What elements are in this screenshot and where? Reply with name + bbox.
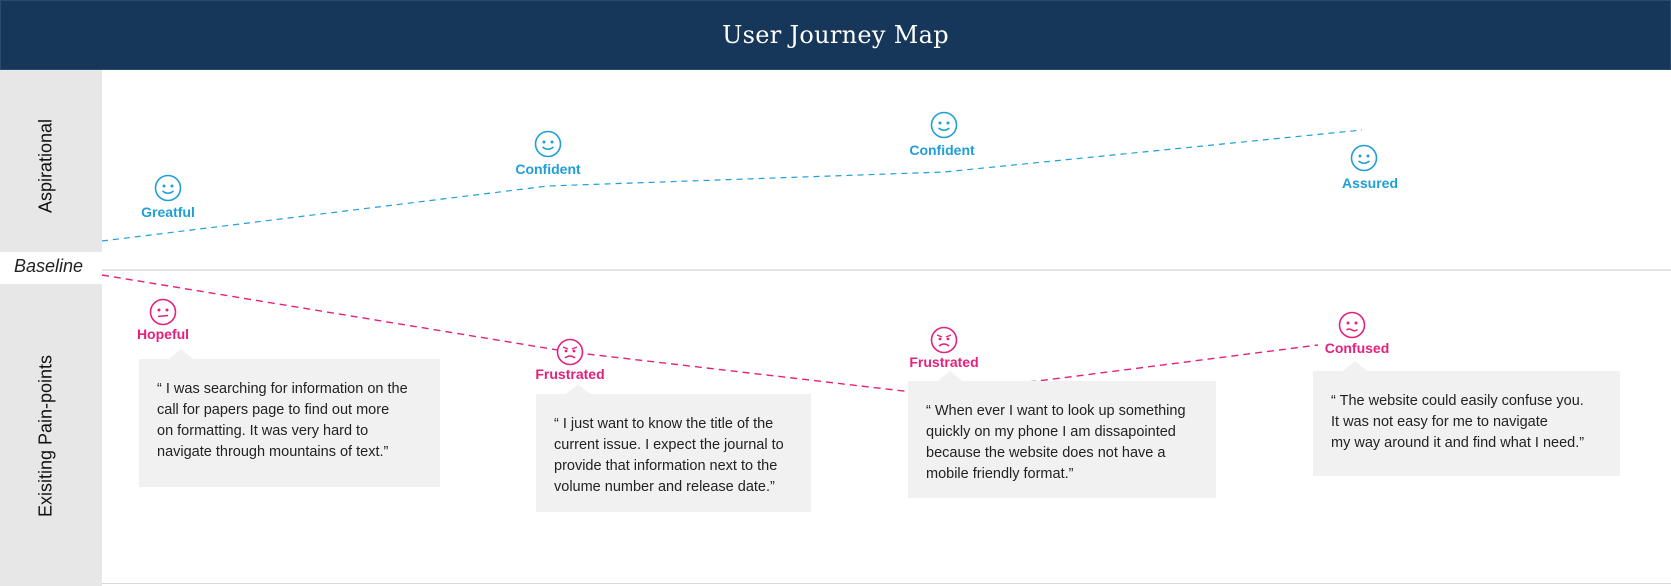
header-bar: User Journey Map: [0, 0, 1671, 70]
emotion-label: Frustrated: [909, 354, 979, 370]
smile-icon: [154, 174, 182, 202]
emotion-label: Hopeful: [136, 326, 190, 342]
emotion-label: Frustrated: [535, 366, 605, 382]
baseline-label: Baseline: [10, 256, 88, 277]
quote-callout: “ I was searching for information on the…: [139, 349, 440, 487]
aspirational-line: [101, 129, 1363, 242]
emotion-label: Greatful: [141, 204, 195, 220]
quote-callout: “ I just want to know the title of the c…: [536, 384, 811, 512]
confused-face-icon: [1338, 311, 1366, 339]
neutral-face-icon: [149, 298, 177, 326]
smile-icon: [1350, 144, 1378, 172]
quote-callout: “ The website could easily confuse you. …: [1313, 361, 1620, 476]
smile-icon: [534, 130, 562, 158]
frustrated-face-icon: [930, 326, 958, 354]
emotion-label: Confident: [515, 161, 581, 177]
bottom-border: [102, 583, 1671, 584]
quote-callout: “ When ever I want to look up something …: [908, 371, 1216, 498]
emotion-label: Confused: [1324, 340, 1390, 356]
smile-icon: [930, 111, 958, 139]
emotion-label: Confident: [909, 142, 975, 158]
emotion-label: Assured: [1341, 175, 1399, 191]
page-title: User Journey Map: [722, 21, 949, 49]
frustrated-face-icon: [556, 338, 584, 366]
side-panel: [0, 70, 102, 586]
